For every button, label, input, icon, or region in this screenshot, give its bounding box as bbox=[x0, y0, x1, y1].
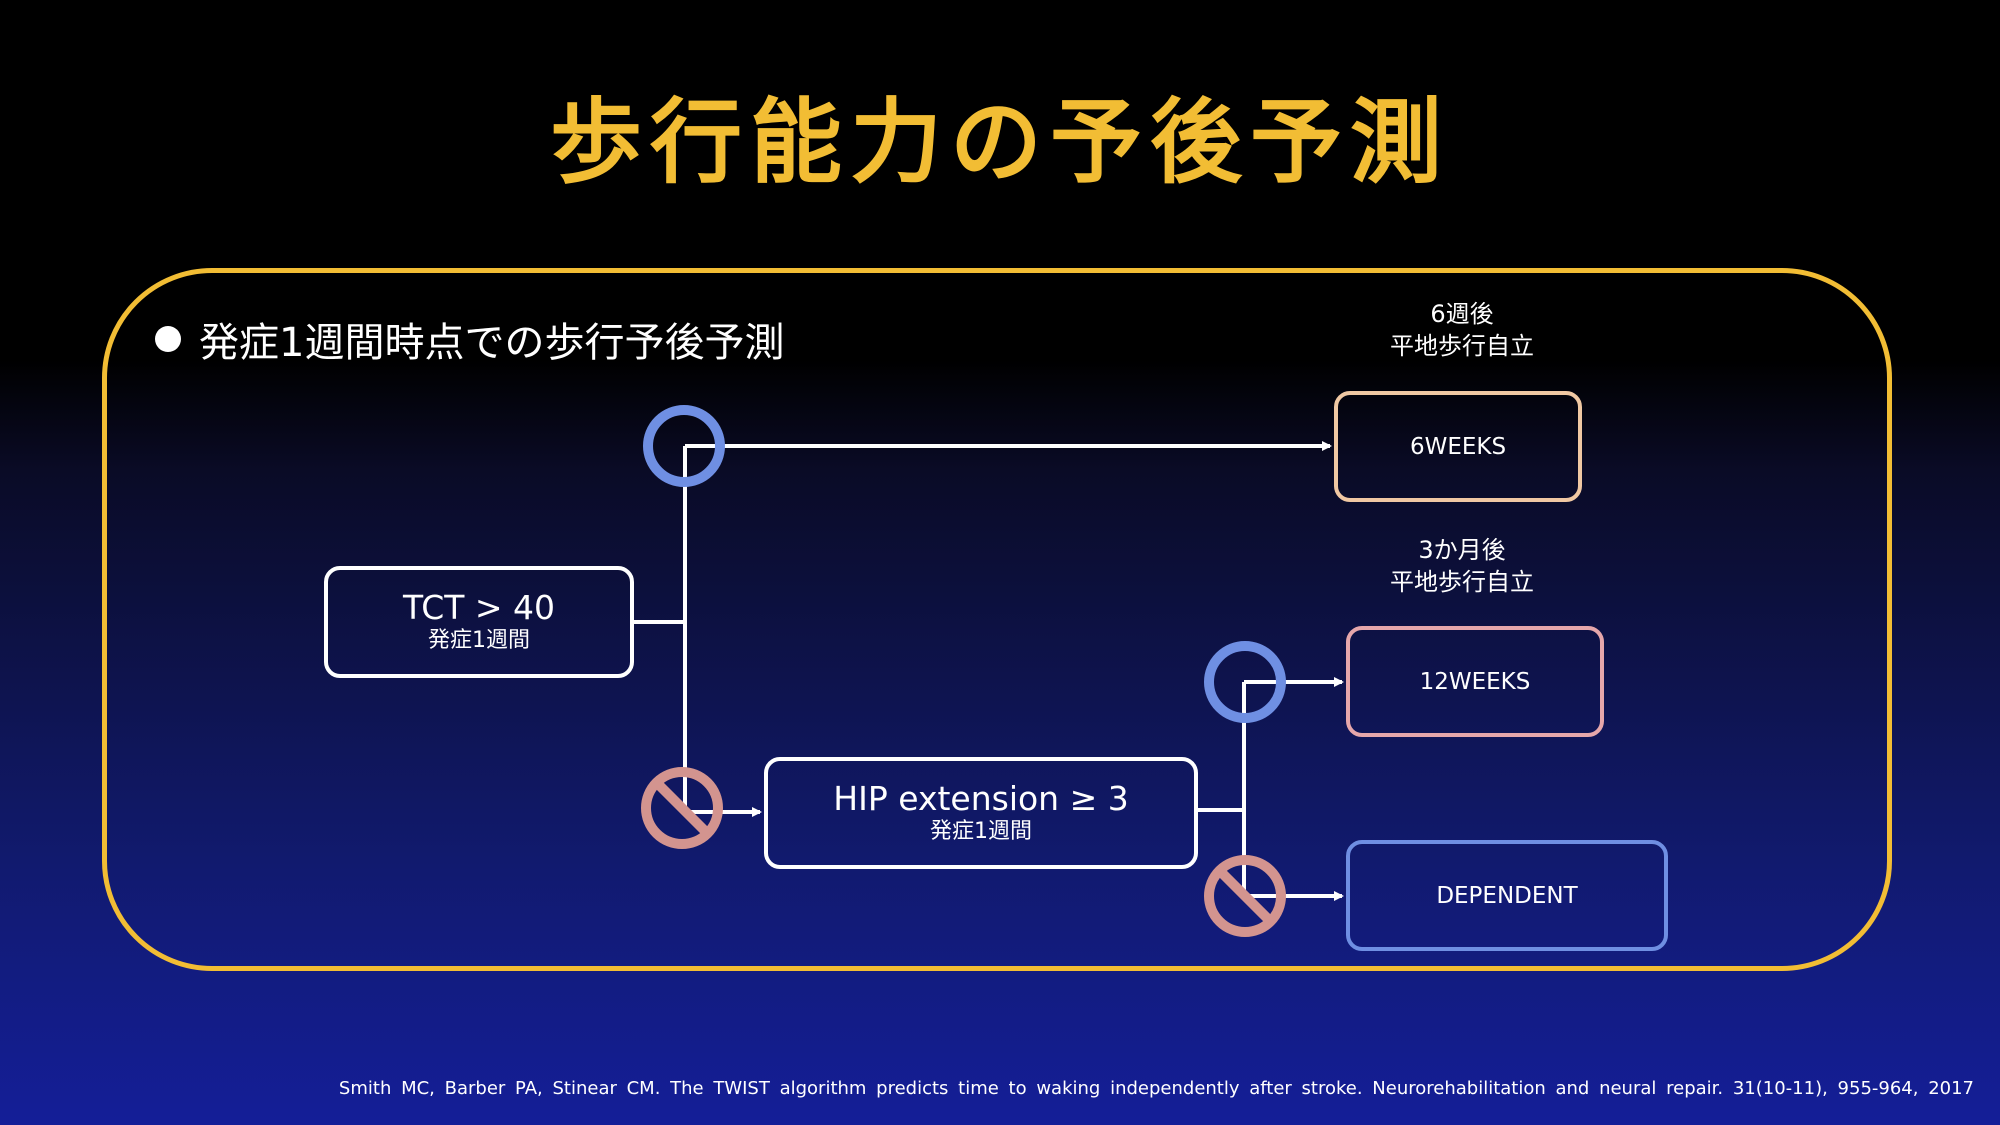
node-dependent-label: DEPENDENT bbox=[1436, 882, 1578, 909]
node-hip-label: HIP extension ≥ 3 bbox=[833, 778, 1129, 818]
bullet-heading: 発症1週間時点での歩行予後予測 bbox=[155, 310, 784, 368]
node-6weeks-label: 6WEEKS bbox=[1409, 433, 1507, 460]
page-title: 歩行能力の予後予測 bbox=[549, 89, 1450, 196]
node-tct-sub: 発症1週間 bbox=[428, 627, 530, 653]
node-hip-sub: 発症1週間 bbox=[930, 818, 1032, 844]
circle-yes-icon bbox=[643, 405, 725, 487]
node-dependent: DEPENDENT bbox=[1346, 840, 1668, 951]
prohibited-no-icon bbox=[1204, 855, 1286, 937]
circle-yes-icon bbox=[1204, 641, 1286, 723]
bullet-dot-icon bbox=[155, 326, 181, 352]
node-12weeks-label: 12WEEKS bbox=[1419, 668, 1531, 695]
note-6weeks-line2: 平地歩行自立 bbox=[1390, 332, 1534, 361]
node-hip-extension: HIP extension ≥ 3 発症1週間 bbox=[764, 757, 1198, 869]
note-12weeks-line1: 3か月後 bbox=[1418, 536, 1506, 564]
node-tct: TCT > 40 発症1週間 bbox=[324, 566, 634, 678]
note-6weeks: 6週後 平地歩行自立 bbox=[1332, 298, 1592, 363]
note-6weeks-line1: 6週後 bbox=[1430, 300, 1494, 328]
bullet-text: 発症1週間時点での歩行予後予測 bbox=[199, 320, 785, 366]
content-frame bbox=[102, 268, 1892, 971]
prohibited-no-icon bbox=[641, 767, 723, 849]
node-6weeks: 6WEEKS bbox=[1334, 391, 1582, 502]
note-12weeks: 3か月後 平地歩行自立 bbox=[1332, 534, 1592, 599]
node-tct-label: TCT > 40 bbox=[402, 587, 556, 627]
node-12weeks: 12WEEKS bbox=[1346, 626, 1604, 737]
note-12weeks-line2: 平地歩行自立 bbox=[1390, 568, 1534, 597]
citation: Smith MC, Barber PA, Stinear CM. The TWI… bbox=[338, 1078, 1974, 1099]
